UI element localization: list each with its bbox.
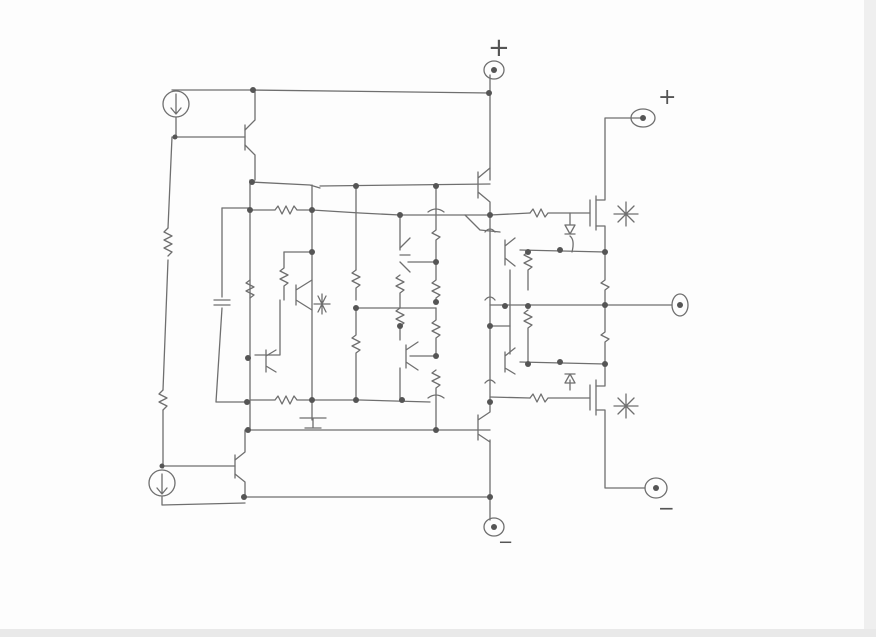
input-stage [245, 184, 491, 429]
zener-diodes [564, 212, 576, 391]
paper-edge-bottom [0, 629, 876, 637]
output-negative-label: − [658, 496, 675, 520]
gate-resistors [529, 208, 591, 403]
thermal-sensor-1 [313, 293, 331, 315]
vas-stage [351, 185, 445, 431]
bottom-current-source [148, 429, 246, 506]
left-resistor-chain [158, 136, 173, 469]
left-node-rail [249, 179, 491, 431]
positive-supply-label: + [488, 33, 510, 63]
supply-rails [171, 74, 491, 521]
output-positive-label: + [658, 85, 676, 110]
compensation-capacitor [213, 207, 251, 403]
paper-edge-right [864, 0, 876, 637]
driver-stage [464, 167, 531, 443]
thermal-sensor-2 [613, 201, 639, 419]
junction-dots [159, 87, 608, 500]
top-current-source [162, 90, 256, 181]
terminals [483, 60, 689, 537]
output-mosfets [589, 117, 673, 489]
negative-supply-label: − [498, 532, 513, 553]
